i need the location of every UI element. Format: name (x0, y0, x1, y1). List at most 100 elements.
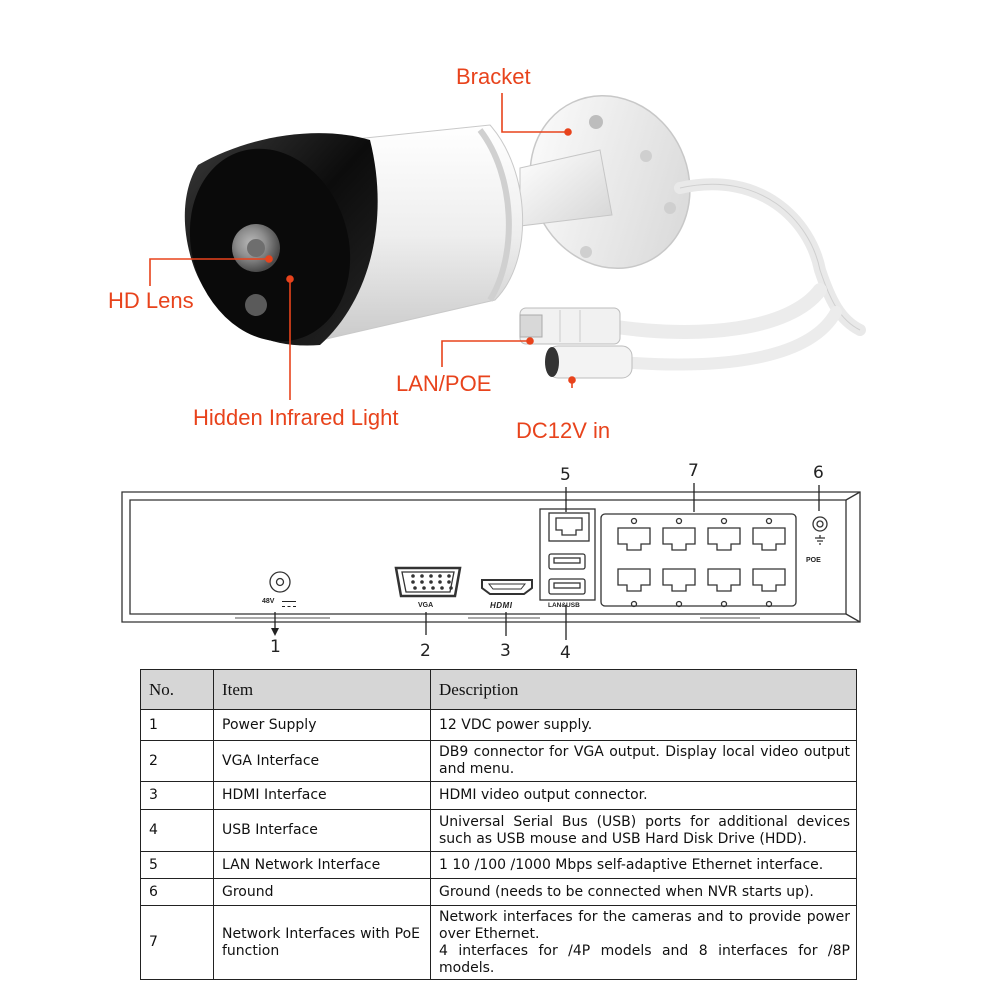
cell-item: HDMI Interface (213, 781, 431, 810)
number-4: 4 (560, 643, 571, 663)
bracket-screw-hole (640, 150, 652, 162)
callout-bracket: Bracket (456, 64, 531, 89)
table-row: 6 Ground Ground (needs to be connected w… (140, 878, 857, 906)
cell-no: 6 (140, 878, 214, 906)
bracket-screw-hole (589, 115, 603, 129)
label-lan-usb: LAN&USB (548, 602, 580, 609)
cell-item: Network Interfaces with PoE function (213, 905, 431, 980)
header-item: Item (213, 669, 431, 710)
poe-ports (617, 517, 786, 608)
lan-port[interactable] (548, 512, 590, 542)
poe-port[interactable] (707, 568, 741, 592)
poe-port[interactable] (662, 568, 696, 592)
vga-port[interactable] (394, 566, 462, 598)
cell-item: LAN Network Interface (213, 851, 431, 879)
number-7: 7 (688, 461, 699, 481)
poe-led (675, 517, 683, 525)
callout-lines (149, 93, 576, 400)
power-jack[interactable] (269, 571, 291, 593)
poe-led (630, 517, 638, 525)
interface-table: No. Item Description 1 Power Supply 12 V… (140, 669, 857, 980)
arrow-1 (271, 628, 279, 636)
number-5: 5 (560, 465, 571, 485)
vga-pin (413, 586, 417, 590)
cell-no: 7 (140, 905, 214, 980)
vga-pin (447, 574, 451, 578)
poe-port[interactable] (752, 527, 786, 551)
poe-led (630, 600, 638, 608)
poe-group (600, 513, 797, 607)
number-3: 3 (500, 641, 511, 661)
cell-item: Power Supply (213, 709, 431, 741)
poe-port[interactable] (662, 527, 696, 551)
callout-hidden-infrared: Hidden Infrared Light (193, 405, 399, 430)
description-line: Network interfaces for the cameras and t… (439, 908, 850, 942)
number-6: 6 (813, 463, 824, 483)
cell-no: 1 (140, 709, 214, 741)
cell-description: Ground (needs to be connected when NVR s… (430, 878, 857, 906)
number-1: 1 (270, 637, 281, 657)
bracket-screw-hole (580, 246, 592, 258)
cell-description: HDMI video output connector. (430, 781, 857, 810)
poe-port[interactable] (617, 527, 651, 551)
vga-pin (422, 586, 426, 590)
dc-connector (545, 345, 633, 379)
poe-led (720, 517, 728, 525)
vga-pin (449, 586, 453, 590)
usb-port-1[interactable] (548, 553, 586, 570)
vga-pin (420, 574, 424, 578)
poe-led (765, 600, 773, 608)
hdmi-port[interactable] (481, 579, 533, 595)
vga-pin (440, 586, 444, 590)
cell-item: USB Interface (213, 809, 431, 852)
cable-dc-branch (614, 306, 842, 371)
bracket-plate (529, 94, 691, 270)
poe-port[interactable] (752, 568, 786, 592)
dc-symbol (282, 601, 296, 607)
cell-no: 3 (140, 781, 214, 810)
ir-light (245, 294, 267, 316)
cell-no: 5 (140, 851, 214, 879)
cell-item: VGA Interface (213, 740, 431, 782)
nvr-rear-panel (121, 483, 861, 640)
bracket-screw-hole (664, 202, 676, 214)
vga-pin (411, 574, 415, 578)
label-hdmi: HDMI (490, 601, 513, 610)
vga-pin (429, 574, 433, 578)
vga-pin (447, 580, 451, 584)
vga-pin (420, 580, 424, 584)
cell-no: 2 (140, 740, 214, 782)
ground-terminal[interactable] (812, 516, 828, 545)
camera-front (184, 133, 378, 346)
lan-usb-group (539, 508, 596, 601)
table-row: 4 USB Interface Universal Serial Bus (US… (140, 809, 857, 852)
vga-pins (411, 574, 453, 590)
table-row: 5 LAN Network Interface 1 10 /100 /1000 … (140, 851, 857, 879)
usb-port-2[interactable] (548, 578, 586, 595)
cell-description: 12 VDC power supply. (430, 709, 857, 741)
poe-port[interactable] (617, 568, 651, 592)
table-row: 7 Network Interfaces with PoE function N… (140, 905, 857, 980)
cell-description: 1 10 /100 /1000 Mbps self-adaptive Ether… (430, 851, 857, 879)
rj45-connector (519, 307, 621, 345)
number-2: 2 (420, 641, 431, 661)
vga-pin (411, 580, 415, 584)
cell-item: Ground (213, 878, 431, 906)
cable-lan-branch (603, 283, 827, 339)
callout-dc-in: DC12V in (516, 418, 611, 443)
poe-led (675, 600, 683, 608)
vga-pin (438, 580, 442, 584)
header-description: Description (430, 669, 857, 710)
callout-hd-lens: HD Lens (108, 288, 194, 313)
camera-illustration (149, 93, 866, 400)
table-row: 2 VGA Interface DB9 connector for VGA ou… (140, 740, 857, 782)
cell-no: 4 (140, 809, 214, 852)
label-48v: 48V (262, 598, 275, 605)
vga-pin (429, 580, 433, 584)
number-leaders (274, 483, 820, 640)
vga-pin (431, 586, 435, 590)
cell-description: DB9 connector for VGA output. Display lo… (430, 740, 857, 782)
poe-port[interactable] (707, 527, 741, 551)
poe-led (720, 600, 728, 608)
vga-pin (438, 574, 442, 578)
